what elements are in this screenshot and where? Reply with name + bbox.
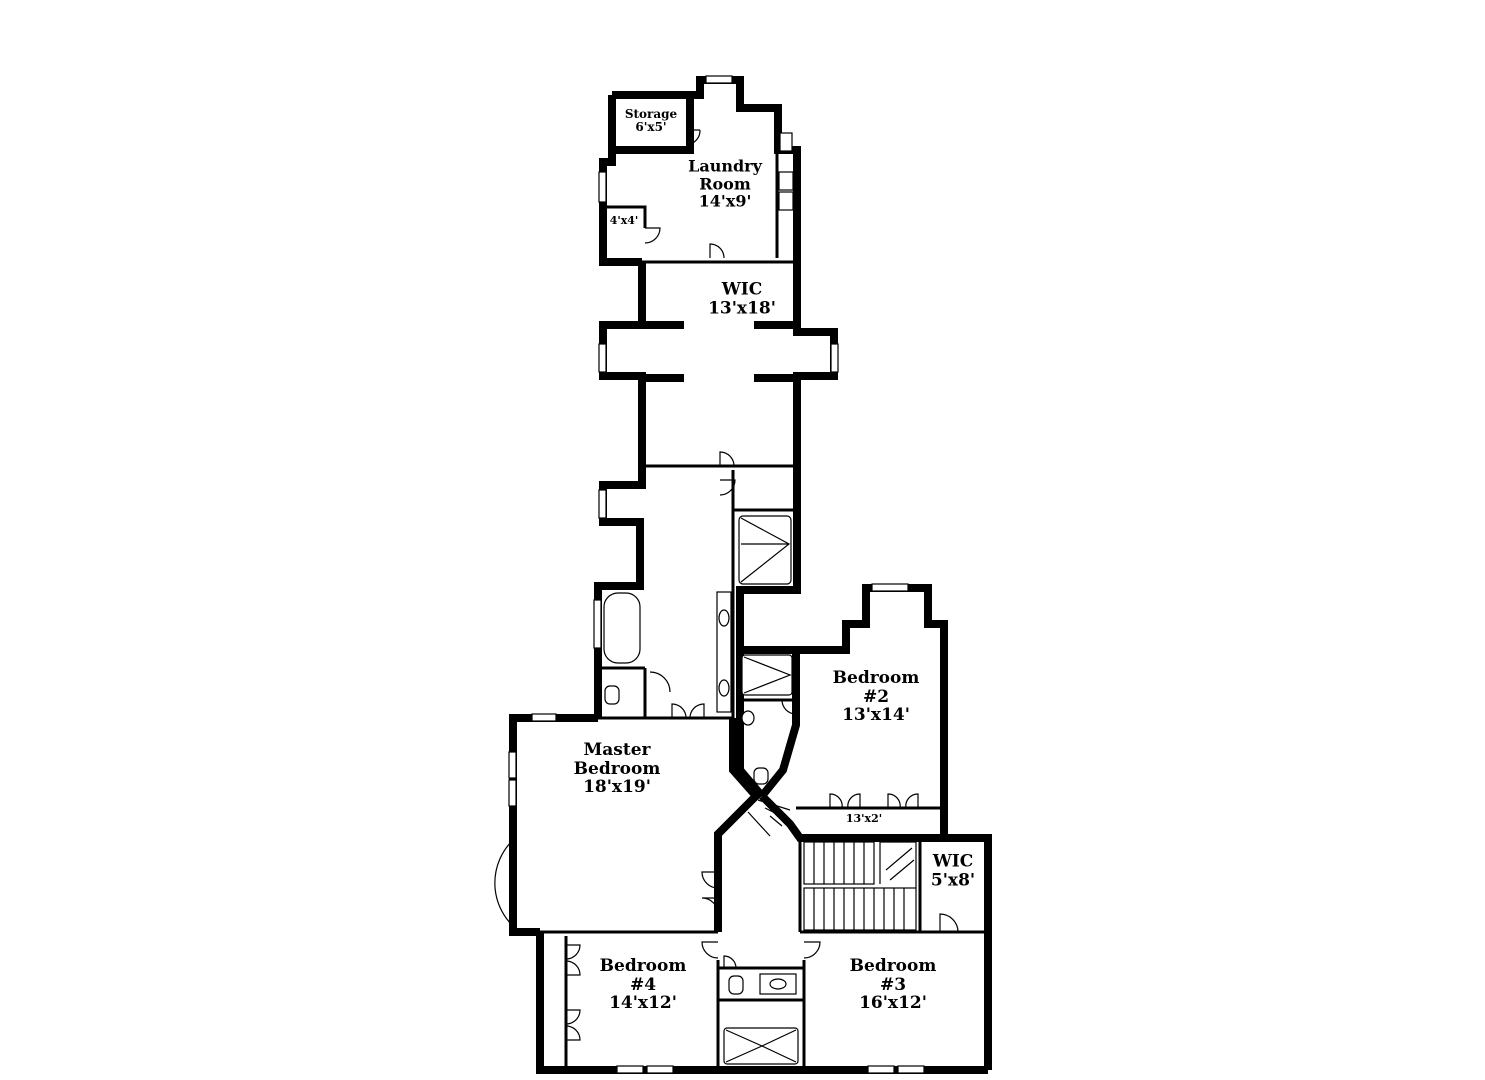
window-master-left-1 [508,751,517,779]
room-size: 13'x14' [842,705,910,726]
room-size: 6'x5' [635,120,667,134]
room-size: 16'x12' [859,993,927,1014]
door-bedroom2-bath [781,699,797,715]
shower-jack-jill [741,654,793,696]
room-name: Bedroom [599,955,687,976]
room-label-laundry: Laundry Room 14'x9' [688,158,762,211]
room-number: #2 [862,686,890,707]
master-bedroom-walls [494,713,762,936]
stair-landing [747,799,791,837]
window-master-top [531,713,557,722]
room-name: Bedroom [849,955,937,976]
window-bedroom3-1 [867,1065,895,1074]
window-bath [598,489,607,519]
room-name: WIC [932,851,974,872]
lower-bedrooms-walls [536,930,988,1074]
room-label-storage: Storage 6'x5' [624,106,678,134]
door-master-hall [701,871,719,915]
bedroom2-walls [736,583,948,842]
door-closet-small [644,227,661,244]
door-hall-bath [723,955,737,969]
washer [778,171,794,191]
laundry-sink [779,132,793,152]
room-size: 13'x2' [845,811,883,825]
door-laundry-wic [709,243,725,259]
room-label-wic-lower: WIC 5'x8' [931,852,975,889]
bathtub [603,592,641,664]
toilet-jack-jill [753,767,769,785]
window-bedroom2 [871,583,909,592]
toilet-hall [728,975,744,995]
door-bath-closet [719,479,736,496]
room-size: 14'x9' [698,191,752,211]
staircase-2 [803,887,917,931]
room-name: Bedroom [573,758,661,779]
door-wc [649,671,671,693]
room-name: Storage [624,106,678,121]
room-label-closet-13x2: 13'x2' [845,811,883,825]
room-name: WIC [721,279,763,300]
room-name: Laundry [688,156,762,176]
door-bedroom3 [803,941,821,959]
room-number: #3 [879,974,907,995]
sink-jack-jill [741,710,755,726]
dryer [778,191,794,211]
window-laundry-left [598,171,607,203]
window-laundry-top [705,75,733,84]
room-name: Bedroom [832,667,920,688]
closet-doors-bedroom4 [565,944,581,1056]
room-name: Master [583,739,651,760]
bay-window [494,839,514,927]
sink-hall [759,973,797,995]
door-laundry-storage [689,129,701,145]
staircase-1 [803,841,875,885]
room-size: 18'x19' [583,777,651,798]
room-label-bedroom2: Bedroom #2 13'x14' [833,669,920,725]
window-bedroom4-1 [616,1065,644,1074]
room-number: #4 [629,974,657,995]
room-label-closet-small: 4'x4' [609,213,639,227]
room-size: 4'x4' [609,213,639,227]
room-label-master: Master Bedroom 18'x19' [574,741,661,797]
door-wic-lower [939,913,959,933]
wic-walls [598,262,839,470]
stairs-walls [798,834,992,1070]
window-master-left-2 [508,779,517,807]
room-size: 14'x12' [609,993,677,1014]
door-bedroom4 [701,941,719,959]
shower-upper [738,515,792,585]
master-bath-walls [593,451,801,720]
sink-1 [718,609,730,627]
room-label-bedroom3: Bedroom #3 16'x12' [850,957,937,1013]
closet-doors-bedroom2 [829,793,919,809]
room-name: Room [699,174,751,194]
door-bath-top [719,451,735,467]
room-size: 5'x8' [930,870,976,890]
window-bedroom3-2 [897,1065,925,1074]
room-label-wic-upper: WIC 13'x18' [708,280,776,317]
window-bedroom4-2 [646,1065,674,1074]
laundry-wing-walls [598,75,801,266]
window-tub [593,599,602,649]
window-wic-right [830,343,839,373]
room-size: 13'x18' [708,298,776,318]
toilet-master [604,685,620,705]
window-wic-left [598,343,607,373]
door-master-bath [671,703,705,719]
sink-2 [718,679,730,697]
room-label-bedroom4: Bedroom #4 14'x12' [600,957,687,1013]
